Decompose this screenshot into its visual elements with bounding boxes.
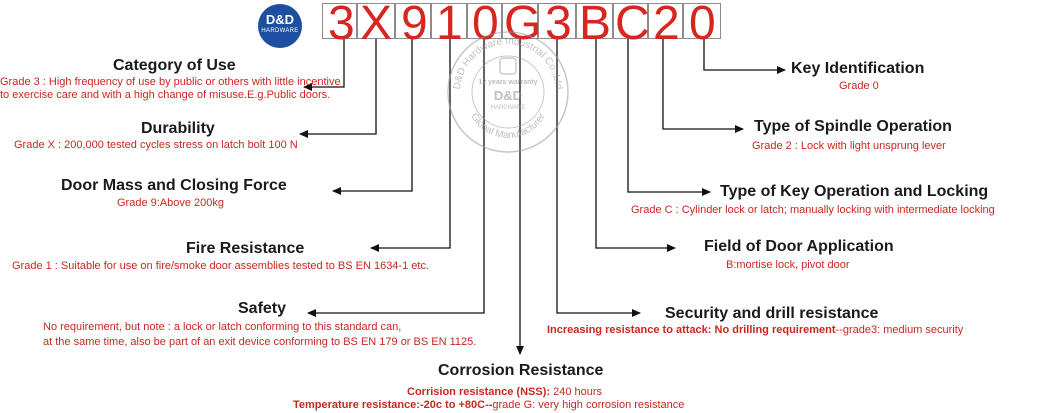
code-char-1: 3: [328, 0, 355, 50]
corrosion-heading: Corrosion Resistance: [438, 362, 604, 379]
code-box-9: C: [613, 0, 650, 50]
connector-key-operation: [627, 39, 711, 196]
security-line1: Increasing resistance to attack: No dril…: [547, 323, 963, 337]
safety-line2: at the same time, also be part of an exi…: [43, 336, 477, 348]
code-char-4: 1: [436, 0, 463, 50]
code-box-1: 3: [322, 0, 357, 50]
code-char-8: B: [579, 0, 612, 50]
safety-line1: No requirement, but note : a lock or lat…: [43, 321, 402, 333]
logo-sub: HARDWARE: [261, 28, 299, 34]
watermark-center-line1: 12 years warranty: [478, 79, 537, 86]
security-heading: Security and drill resistance: [665, 305, 879, 322]
corrosion-line2: Temperature resistance:-20c to +80C--gra…: [293, 398, 684, 412]
corrosion-line1-rest: 240 hours: [550, 386, 603, 398]
durability-heading: Durability: [141, 120, 215, 137]
category-of-use-heading: Category of Use: [113, 57, 236, 74]
connector-door-mass: [332, 39, 413, 195]
category-of-use-line2: to exercise care and with a high change …: [0, 89, 331, 101]
watermark-emblem-icon: [499, 57, 517, 75]
connector-category-of-use: [303, 39, 345, 91]
code-char-6: G: [504, 0, 542, 50]
code-box-4: 1: [431, 0, 467, 50]
spindle-line1: Grade 2 : Lock with light unsprung lever: [752, 140, 946, 152]
code-char-10: 2: [653, 0, 680, 50]
code-char-11: 0: [689, 0, 716, 50]
connector-security: [556, 39, 641, 317]
category-of-use-line1: Grade 3 : High frequency of use by publi…: [0, 76, 341, 88]
fire-resistance-line1: Grade 1 : Suitable for use on fire/smoke…: [12, 260, 429, 272]
code-box-2: X: [357, 0, 395, 50]
corrosion-line1: Corrision resistance (NSS): 240 hours: [407, 385, 602, 399]
code-box-8: B: [576, 0, 613, 50]
connector-safety: [307, 39, 485, 317]
door-mass-heading: Door Mass and Closing Force: [61, 177, 287, 194]
code-box-11: 0: [683, 0, 721, 50]
warranty-watermark-stamp: D&D Hardware Industrial Co.,Ltd Global M…: [447, 31, 569, 153]
corrosion-line1-bold: Corrision resistance (NSS):: [407, 386, 551, 398]
connector-durability: [299, 39, 377, 138]
code-char-3: 9: [401, 0, 428, 50]
dd-hardware-logo: D&D HARDWARE: [258, 4, 302, 48]
key-operation-heading: Type of Key Operation and Locking: [720, 183, 989, 200]
code-char-7: 3: [545, 0, 572, 50]
code-box-5: 0: [467, 0, 502, 50]
connector-spindle: [662, 39, 744, 133]
field-of-door-heading: Field of Door Application: [704, 238, 894, 255]
durability-line1: Grade X : 200,000 tested cycles stress o…: [14, 139, 298, 151]
field-of-door-line1: B:mortise lock, pivot door: [726, 259, 850, 271]
key-identification-line1: Grade 0: [839, 80, 879, 92]
door-mass-line1: Grade 9:Above 200kg: [117, 197, 225, 209]
corrosion-line2-bold: Temperature resistance:-20c to +80C--: [293, 399, 493, 411]
corrosion-line2-rest: grade G: very high corrosion resistance: [492, 399, 685, 411]
key-operation-line1: Grade C : Cylinder lock or latch; manual…: [631, 204, 995, 216]
logo-brand: D&D: [265, 12, 295, 27]
code-box-7: 3: [538, 0, 576, 50]
connector-field-of-door: [595, 39, 676, 252]
code-box-3: 9: [395, 0, 431, 50]
fire-resistance-heading: Fire Resistance: [186, 240, 305, 257]
code-char-2: X: [360, 0, 393, 50]
connector-fire-resistance: [370, 39, 451, 252]
security-line1-bold: Increasing resistance to attack: No dril…: [547, 324, 836, 336]
security-line1-rest: --grade3: medium security: [835, 324, 964, 336]
spindle-heading: Type of Spindle Operation: [754, 118, 952, 135]
watermark-center-line2: D&D: [494, 88, 522, 103]
key-identification-heading: Key Identification: [791, 60, 925, 77]
connector-key-identification: [703, 39, 786, 74]
code-char-9: C: [615, 0, 650, 50]
code-box-10: 2: [648, 0, 683, 50]
safety-heading: Safety: [238, 300, 287, 317]
watermark-center-line3: HARDWARE: [491, 105, 526, 111]
